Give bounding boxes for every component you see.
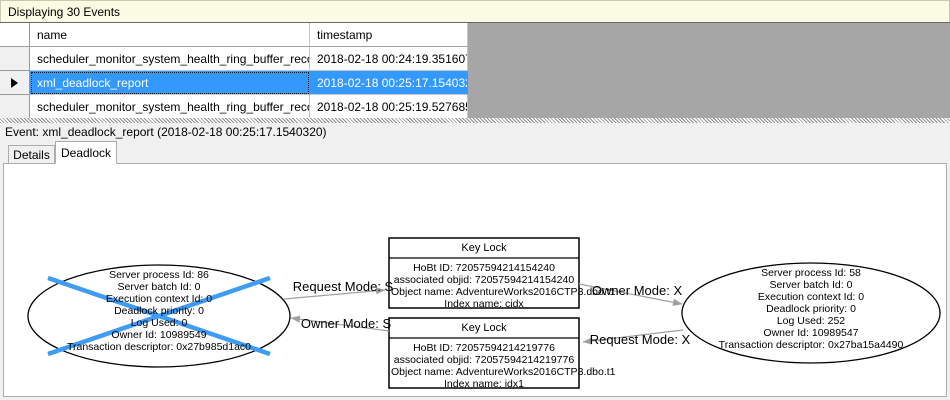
event-name-cell[interactable]: scheduler_monitor_system_health_ring_buf…	[30, 47, 310, 71]
grid-header-row: name timestamp	[0, 23, 950, 47]
row-selector-cell[interactable]	[0, 71, 30, 95]
column-header-name[interactable]: name	[30, 23, 310, 47]
lock-line: Index name: idx1	[444, 378, 524, 390]
victim-line: Transaction descriptor: 0x27b985d1ac0	[66, 341, 252, 353]
grid-corner-cell[interactable]	[0, 23, 30, 47]
tab-details[interactable]: Details	[8, 145, 55, 164]
lock-line: HoBt ID: 72057594214219776	[413, 342, 555, 354]
process-line: Server batch Id: 0	[769, 279, 853, 291]
event-timestamp-cell[interactable]: 2018-02-18 00:24:19.3516078	[310, 47, 468, 71]
process-line: Transaction descriptor: 0x27ba15a4490	[718, 339, 904, 351]
event-bar: Event: xml_deadlock_report (2018-02-18 0…	[0, 123, 950, 141]
lock-bottom-title: Key Lock	[461, 322, 507, 334]
table-row[interactable]: scheduler_monitor_system_health_ring_buf…	[0, 47, 950, 71]
events-count-bar: Displaying 30 Events	[0, 0, 950, 22]
victim-line: Log Used: 0	[130, 317, 188, 329]
lock-line: HoBt ID: 72057594214154240	[413, 262, 555, 274]
lock-line: associated objid: 72057594214219776	[393, 354, 575, 366]
row-selector-cell[interactable]	[0, 47, 30, 71]
grid-detail-splitter[interactable]	[0, 118, 950, 123]
events-grid: name timestamp scheduler_monitor_system_…	[0, 22, 950, 119]
process-line: Execution context Id: 0	[757, 291, 865, 303]
victim-line: Server batch Id: 0	[117, 281, 201, 293]
edge-label-owner-s: Owner Mode: S	[300, 316, 392, 331]
lock-line: Index name: cidx	[444, 298, 524, 310]
edge-label-owner-x: Owner Mode: X	[591, 283, 683, 298]
lock-bottom-text: HoBt ID: 72057594214219776 associated ob…	[391, 342, 616, 390]
tab-deadlock-label: Deadlock	[60, 145, 112, 160]
table-row[interactable]: scheduler_monitor_system_health_ring_buf…	[0, 95, 950, 119]
lock-line: Object name: AdventureWorks2016CTP3.dbo.…	[391, 366, 616, 378]
row-selector-cell[interactable]	[0, 95, 30, 119]
victim-line: Server process Id: 86	[109, 269, 209, 281]
event-timestamp-cell[interactable]: 2018-02-18 00:25:19.5276859	[310, 95, 468, 119]
victim-line: Owner Id: 10989549	[111, 329, 207, 341]
victim-line: Execution context Id: 0	[105, 293, 213, 305]
lock-top-title: Key Lock	[461, 242, 507, 254]
event-name-cell[interactable]: xml_deadlock_report	[30, 71, 310, 95]
process-line: Owner Id: 10989547	[763, 327, 859, 339]
tab-details-label: Details	[13, 148, 50, 162]
victim-process-text: Server process Id: 86 Server batch Id: 0…	[35, 269, 283, 353]
lock-line: associated objid: 72057594214154240	[393, 274, 575, 286]
victim-line: Deadlock priority: 0	[114, 305, 204, 317]
process-line: Log Used: 252	[776, 315, 846, 327]
tab-deadlock[interactable]: Deadlock	[55, 141, 117, 164]
process-line: Server process Id: 58	[761, 267, 861, 279]
survivor-process-text: Server process Id: 58 Server batch Id: 0…	[686, 267, 936, 351]
lock-line: Object name: AdventureWorks2016CTP3.dbo.…	[391, 286, 616, 298]
event-name-cell[interactable]: scheduler_monitor_system_health_ring_buf…	[30, 95, 310, 119]
event-bar-label: Event: xml_deadlock_report (2018-02-18 0…	[5, 125, 327, 139]
lock-top-text: HoBt ID: 72057594214154240 associated ob…	[391, 262, 616, 310]
table-row-selected[interactable]: xml_deadlock_report 2018-02-18 00:25:17.…	[0, 71, 950, 95]
edge-label-request-x: Request Mode: X	[589, 332, 691, 347]
events-count-label: Displaying 30 Events	[8, 4, 121, 19]
process-line: Deadlock priority: 0	[766, 303, 856, 315]
column-header-timestamp[interactable]: timestamp	[310, 23, 468, 47]
edge-label-request-s: Request Mode: S	[292, 279, 394, 294]
event-timestamp-cell[interactable]: 2018-02-18 00:25:17.1540320	[310, 71, 468, 95]
current-row-arrow-icon	[11, 77, 18, 88]
